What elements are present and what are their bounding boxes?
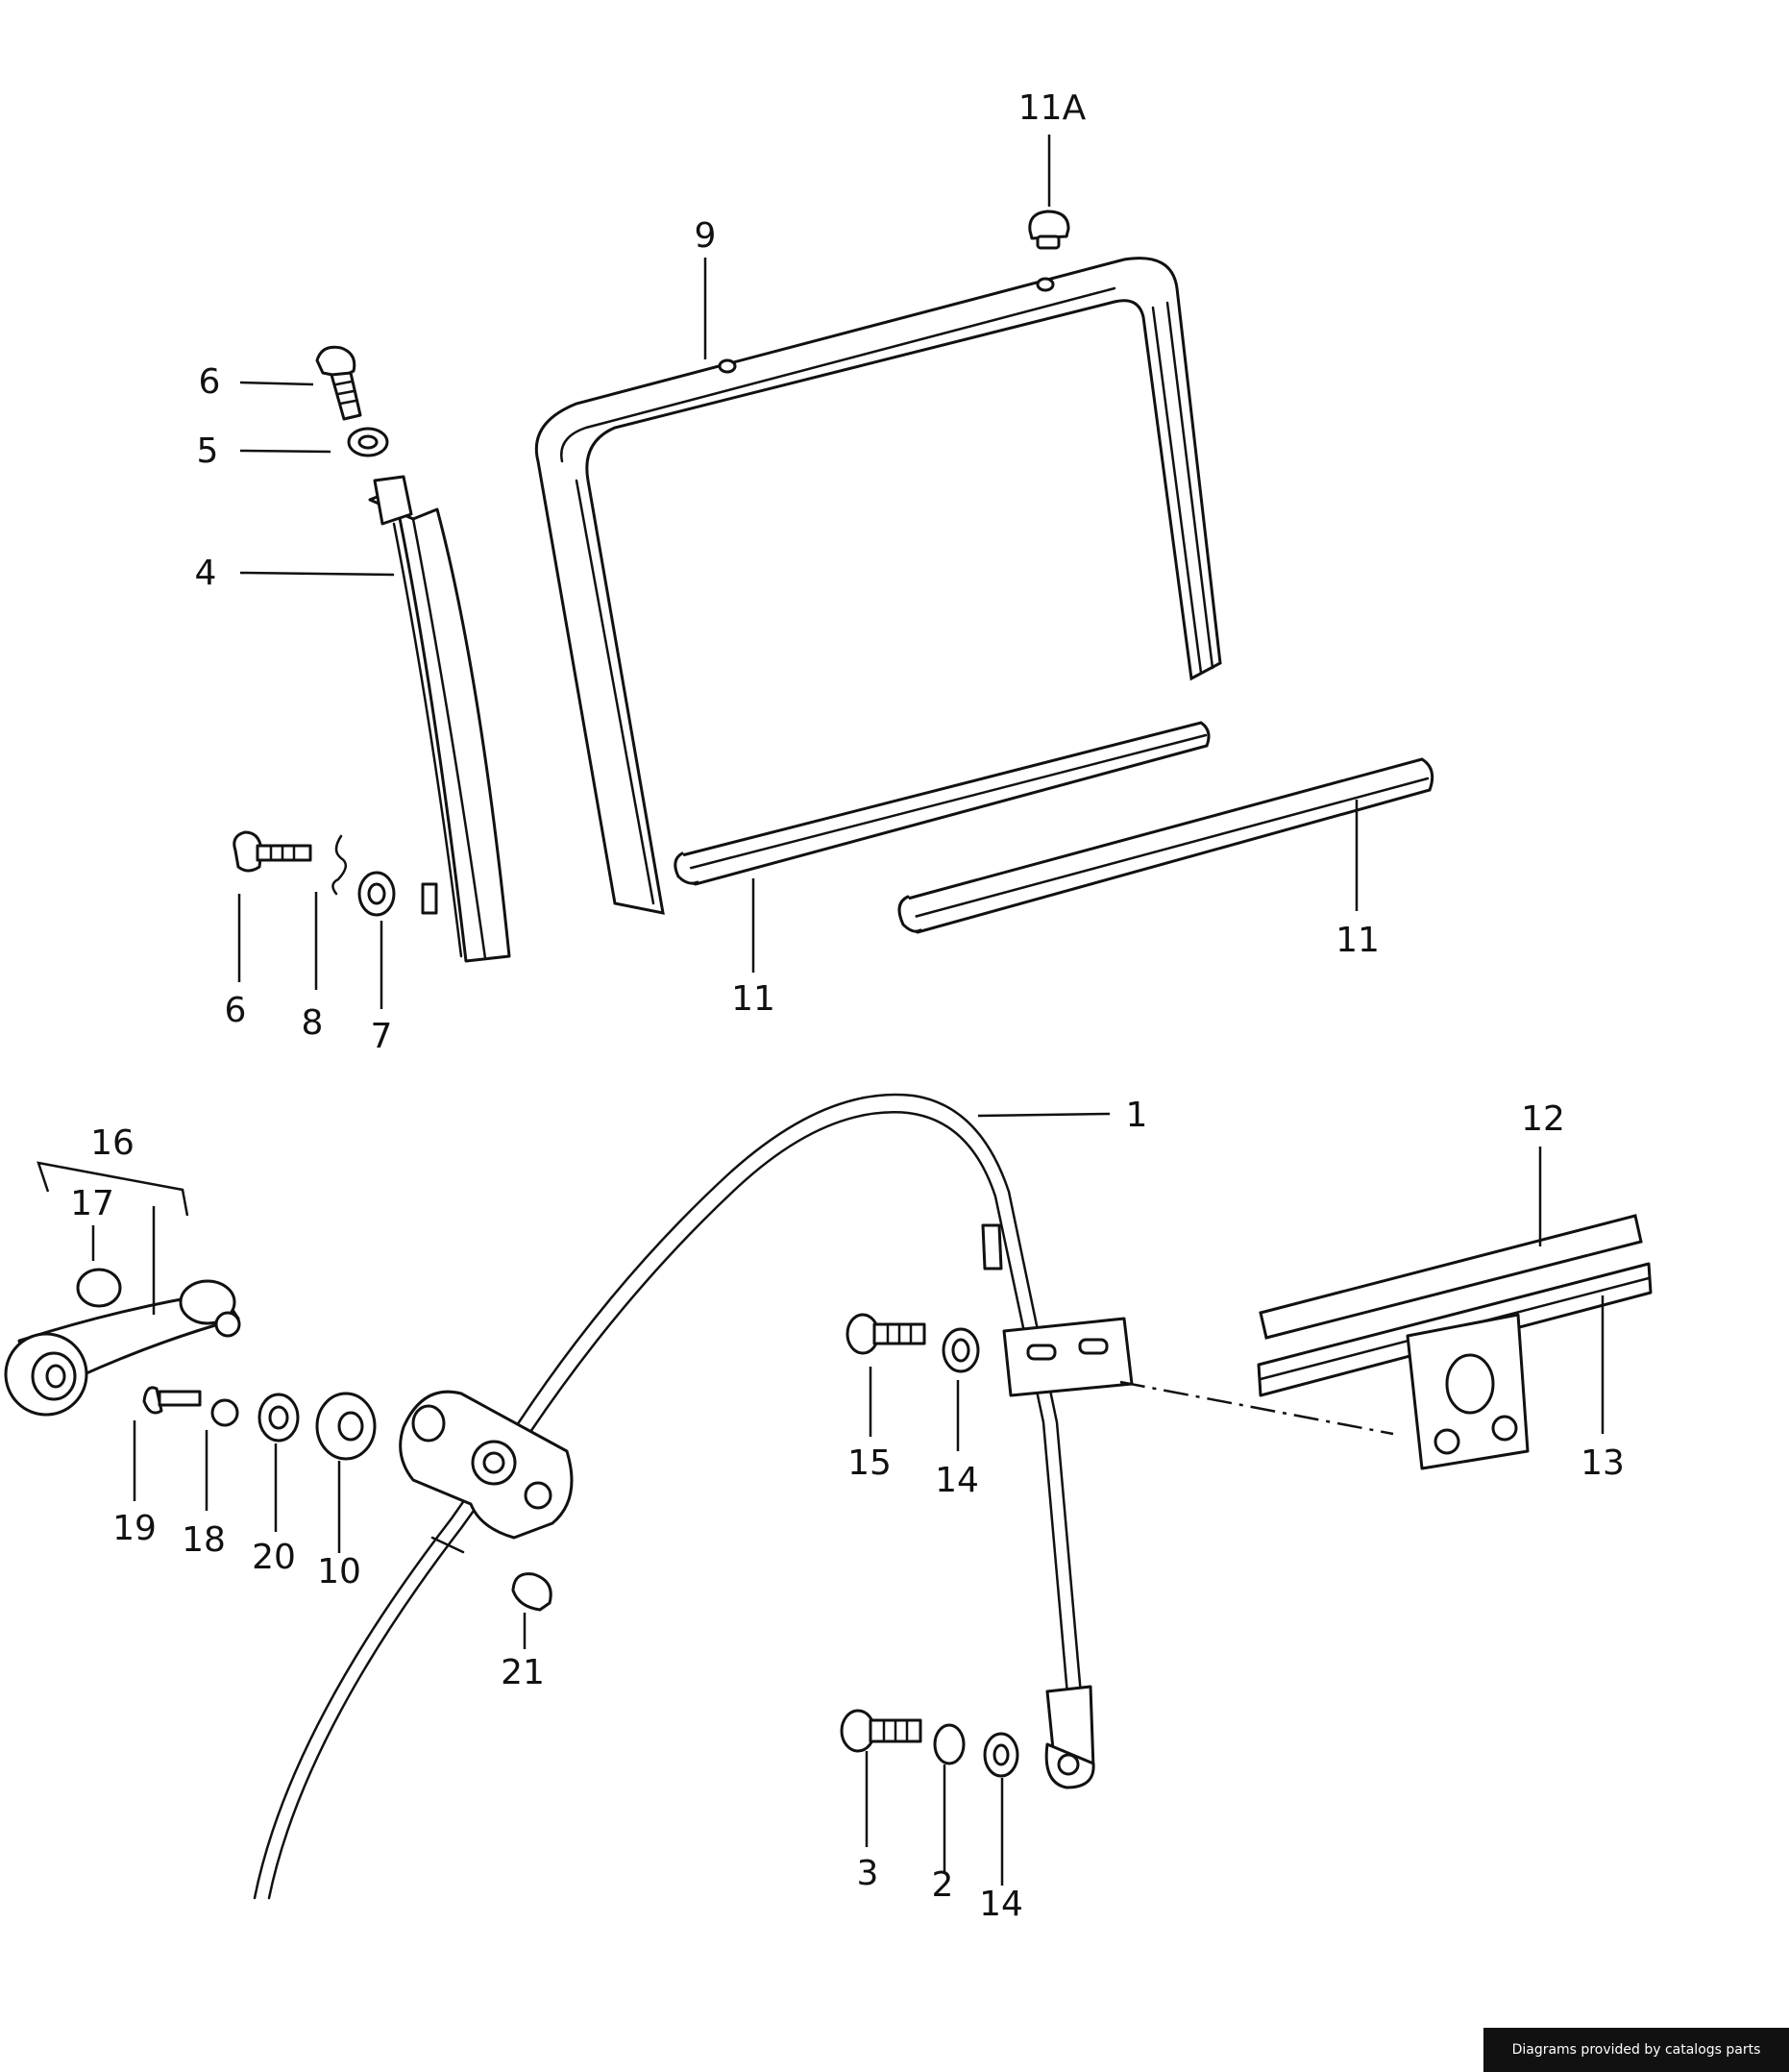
callout-11-right: 11 (1336, 921, 1380, 960)
window-frame-seal (534, 257, 1222, 915)
callout-labels: 11A 9 6 5 4 6 8 7 11 11 1 12 13 15 14 16… (70, 88, 1625, 1924)
washer-7-hole (367, 882, 386, 905)
screw-6-top (315, 345, 362, 421)
clip-21 (511, 1572, 552, 1612)
bolt-3 (840, 1709, 922, 1753)
callout-16: 16 (90, 1123, 135, 1163)
callout-8: 8 (302, 1003, 324, 1043)
callout-5: 5 (197, 432, 219, 471)
callout-13: 13 (1581, 1443, 1625, 1483)
leader-lines (91, 135, 1605, 1886)
bolt-15-upper (845, 1313, 926, 1355)
callout-6-bottom: 6 (225, 991, 247, 1030)
callout-18: 18 (182, 1520, 226, 1560)
inner-channel-seal (674, 721, 1211, 886)
lifter-channel-13 (1257, 1262, 1653, 1470)
plug-11a (1028, 210, 1070, 250)
cable-bracket (1002, 1317, 1134, 1397)
lock-washer-2 (933, 1723, 966, 1765)
washer-14-lower-hole (993, 1743, 1010, 1766)
lifter-seal-12 (1259, 1214, 1643, 1340)
washer-14-upper-hole (951, 1338, 970, 1363)
guide-rail (368, 475, 511, 963)
screw-19 (142, 1386, 202, 1415)
callout-21: 21 (501, 1653, 545, 1692)
callout-1: 1 (1126, 1096, 1148, 1135)
callout-2: 2 (932, 1865, 954, 1905)
bushing-20-hole (268, 1405, 289, 1430)
callout-10: 10 (317, 1552, 361, 1591)
cap-17 (76, 1268, 122, 1308)
callout-20: 20 (252, 1538, 296, 1577)
outer-channel-seal (897, 757, 1434, 934)
callout-11a: 11A (1018, 88, 1087, 128)
credit-banner: Diagrams provided by catalogs parts (1483, 2028, 1789, 2072)
callout-15-upper: 15 (847, 1443, 892, 1483)
star-washer-18 (210, 1398, 239, 1427)
callout-7: 7 (371, 1017, 393, 1056)
spacer-10-hole (337, 1411, 364, 1442)
callout-9: 9 (695, 216, 717, 256)
callout-14-lower: 14 (979, 1885, 1023, 1924)
callout-12: 12 (1521, 1099, 1565, 1139)
callout-4: 4 (195, 554, 217, 593)
brace-16 (37, 1161, 189, 1217)
callout-3: 3 (857, 1854, 879, 1893)
callout-11-left: 11 (731, 979, 775, 1019)
screw-6-bottom (233, 830, 312, 873)
spring-washer-8 (331, 834, 347, 896)
washer-5-hole (357, 434, 379, 450)
callout-17: 17 (70, 1184, 114, 1223)
callout-6-top: 6 (199, 362, 221, 402)
gear-housing (399, 1390, 574, 1540)
callout-14-upper: 14 (935, 1461, 979, 1500)
regulator-cable (253, 1093, 1095, 1900)
callout-19: 19 (112, 1509, 157, 1548)
window-crank-16 (4, 1279, 241, 1417)
